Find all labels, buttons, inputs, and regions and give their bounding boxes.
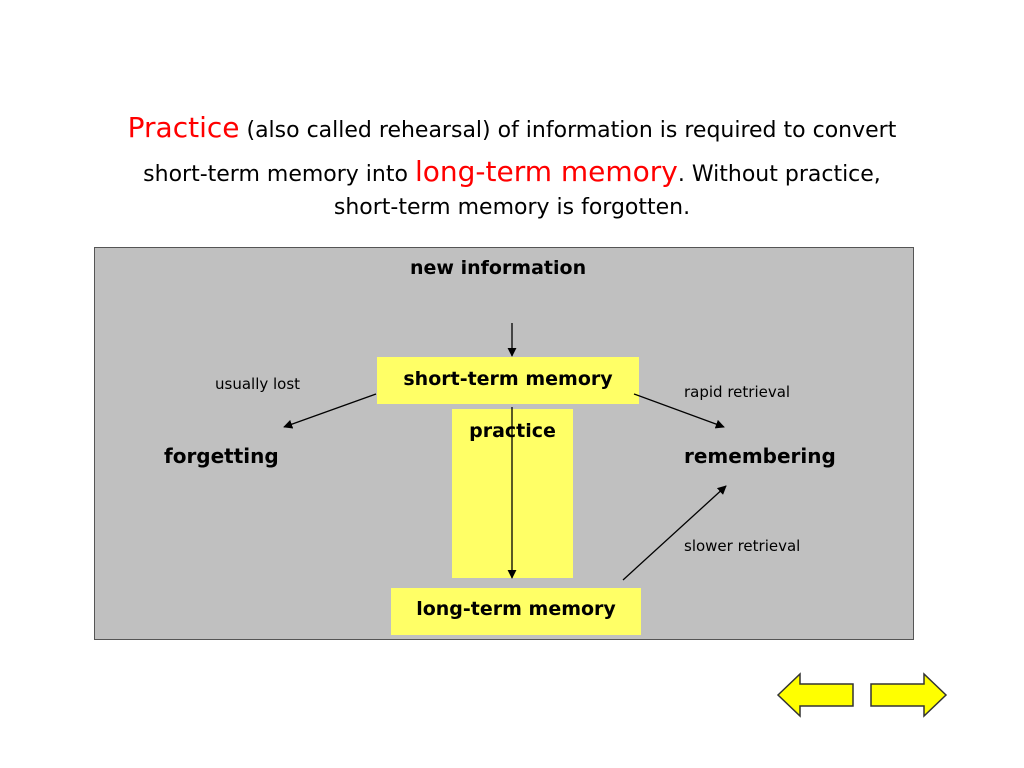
headline-line-1: Practice (also called rehearsal) of info…	[60, 108, 964, 151]
headline-line-3: short-term memory is forgotten.	[60, 196, 964, 220]
practice-label: practice	[469, 420, 556, 442]
headline: Practice (also called rehearsal) of info…	[60, 108, 964, 220]
headline-text-d: short-term memory is forgotten.	[333, 195, 691, 220]
slower-retrieval-label: slower retrieval	[684, 537, 801, 555]
headline-text-a: (also called rehearsal) of information i…	[239, 118, 897, 143]
next-button[interactable]	[868, 672, 948, 718]
headline-line-2: short-term memory into long-term memory.…	[60, 151, 964, 196]
forgetting-label: forgetting	[164, 444, 279, 468]
remembering-label: remembering	[684, 444, 836, 468]
headline-text-c: . Without practice,	[677, 162, 881, 187]
headline-ltm-word: long-term memory	[414, 155, 678, 188]
right-arrow-icon	[870, 672, 948, 718]
rapid-retrieval-label: rapid retrieval	[684, 383, 791, 401]
short-term-memory-box	[377, 357, 639, 404]
long-term-memory-label: long-term memory	[416, 598, 616, 620]
new-information-label: new information	[410, 257, 587, 279]
headline-practice-word: Practice	[127, 111, 240, 144]
usually-lost-label: usually lost	[215, 375, 301, 393]
headline-text-b: short-term memory into	[143, 162, 415, 187]
long-term-memory-box	[391, 588, 641, 635]
short-term-memory-label: short-term memory	[403, 368, 613, 390]
left-arrow-icon	[776, 672, 854, 718]
back-button[interactable]	[776, 672, 856, 718]
